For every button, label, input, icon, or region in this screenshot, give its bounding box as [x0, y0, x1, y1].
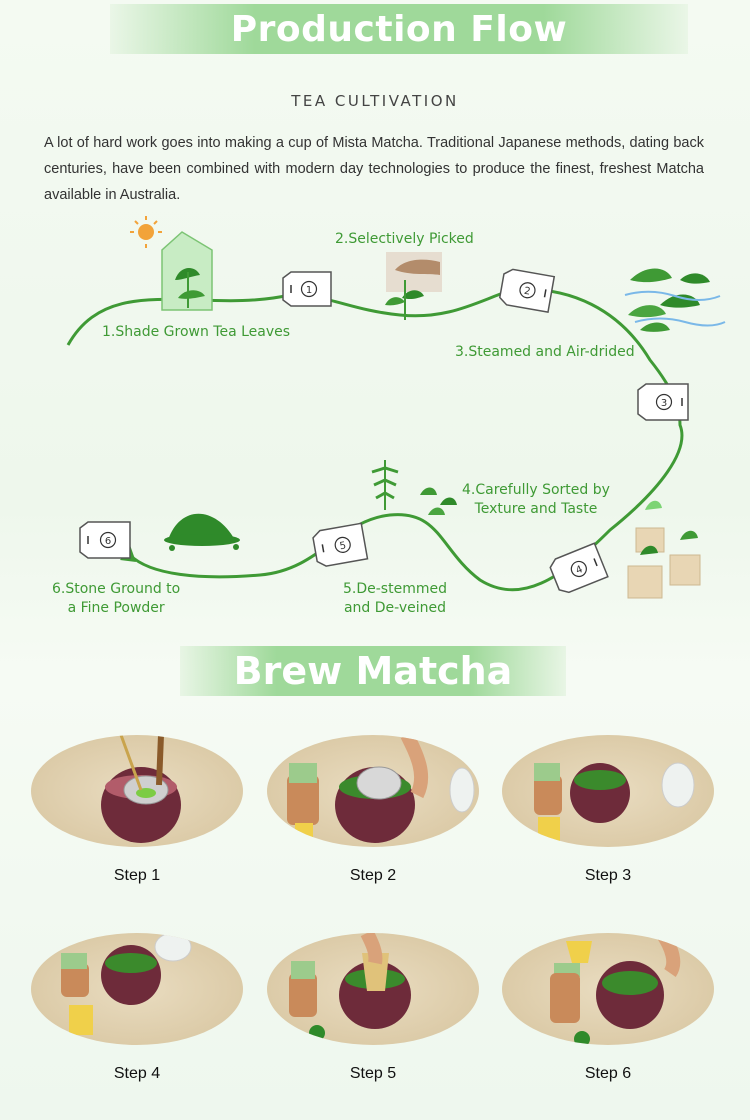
- step-6-photo: [502, 933, 714, 1045]
- stage-tag-4: 4: [549, 542, 609, 594]
- brew-step-2: Step 2: [267, 735, 479, 885]
- stage-number-3: 3: [661, 398, 667, 409]
- brew-step-4: Step 4: [31, 933, 243, 1083]
- tea-cultivation-heading: TEA CULTIVATION: [291, 92, 459, 110]
- stage-tag-2: 2: [498, 268, 556, 314]
- stage-label-4: 4.Carefully Sorted by Texture and Taste: [462, 481, 610, 519]
- brew-step-3: Step 3: [502, 735, 714, 885]
- stage-number-6: 6: [105, 536, 111, 547]
- stage-label-5-line-2: and De-veined: [343, 600, 446, 616]
- step-3-caption: Step 3: [584, 867, 632, 884]
- sorted-boxes-icon: [627, 500, 701, 599]
- stage-number-5: 5: [339, 540, 347, 552]
- step-4-photo: [31, 933, 243, 1045]
- step-5-photo: [267, 933, 479, 1045]
- stage-label-6-line-2: a Fine Powder: [67, 600, 165, 616]
- stage-label-2: 2.Selectively Picked: [335, 231, 474, 247]
- step-3-photo: [502, 735, 714, 847]
- production-flow-diagram: 1 2 3: [66, 216, 726, 599]
- step-4-caption: Step 4: [113, 1065, 161, 1082]
- step-5-caption: Step 5: [349, 1065, 397, 1082]
- stage-tag-1: 1: [282, 271, 332, 307]
- step-1-caption: Step 1: [113, 867, 161, 884]
- production-flow-banner: Production Flow: [110, 4, 688, 54]
- step-2-caption: Step 2: [349, 867, 397, 884]
- stage-label-6-line-1: 6.Stone Ground to: [52, 581, 181, 597]
- stage-number-2: 2: [523, 286, 531, 298]
- brew-step-1: Step 1: [31, 735, 243, 885]
- stage-label-3: 3.Steamed and Air-drided: [455, 344, 635, 360]
- intro-paragraph: A lot of hard work goes into making a cu…: [44, 135, 704, 203]
- greenhouse-icon: [161, 231, 213, 311]
- stage-label-4-line-2: Texture and Taste: [474, 501, 598, 517]
- destemmed-leaves-icon: [371, 460, 457, 515]
- matcha-powder-icon: [164, 513, 240, 551]
- stage-label-1: 1.Shade Grown Tea Leaves: [102, 324, 291, 340]
- stage-number-1: 1: [306, 285, 312, 296]
- step-2-photo: [267, 735, 479, 847]
- brew-steps-grid: Step 1 Step 2: [0, 735, 750, 1120]
- stage-number-4: 4: [574, 564, 584, 577]
- stage-label-6: 6.Stone Ground to a Fine Powder: [52, 580, 180, 618]
- brew-matcha-title: Brew Matcha: [233, 649, 513, 693]
- stage-tag-5: 5: [312, 522, 369, 567]
- production-flow-title: Production Flow: [230, 8, 568, 50]
- brew-step-5: Step 5: [267, 933, 479, 1083]
- stage-label-4-line-1: 4.Carefully Sorted by: [462, 482, 610, 498]
- sun-icon: [130, 216, 162, 248]
- step-1-photo: [31, 735, 243, 847]
- stage-tag-3: 3: [637, 383, 689, 421]
- hand-picking-icon: [385, 252, 442, 320]
- stage-tag-6: 6: [79, 521, 131, 559]
- brew-step-6: Step 6: [502, 933, 714, 1083]
- brew-matcha-banner: Brew Matcha: [180, 646, 566, 696]
- steamed-leaves-icon: [624, 268, 726, 332]
- stage-label-5-line-1: 5.De-stemmed: [343, 581, 447, 597]
- stage-label-5: 5.De-stemmed and De-veined: [343, 580, 447, 618]
- step-6-caption: Step 6: [584, 1065, 632, 1082]
